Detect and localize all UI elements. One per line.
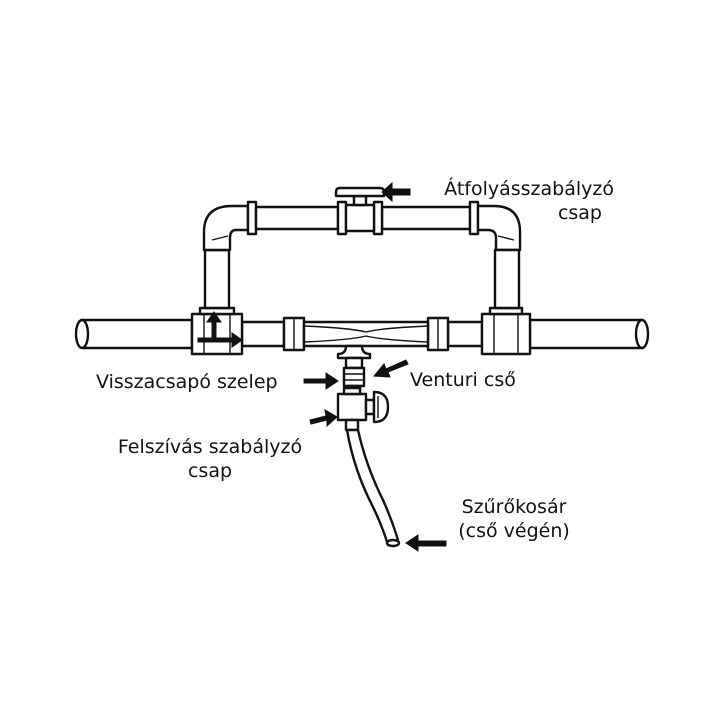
suction-hose bbox=[345, 428, 401, 548]
strainer-label-line2: (cső végén) bbox=[458, 519, 570, 542]
pointer-arrows bbox=[303, 181, 447, 552]
strainer-label: Szűrőkosár (cső végén) bbox=[446, 496, 582, 544]
check-valve-label: Visszacsapó szelep bbox=[96, 371, 278, 393]
right-tee bbox=[480, 306, 532, 356]
suction-control-valve-label-line1: Felszívás szabályzó bbox=[117, 436, 303, 458]
arrow-venturi bbox=[372, 359, 409, 378]
flow-control-valve bbox=[334, 186, 386, 236]
suction-control-valve bbox=[336, 386, 390, 432]
suction-control-valve-label-line2: csap bbox=[187, 459, 233, 482]
flow-control-valve-label: Átfolyásszabályzó csap bbox=[418, 178, 614, 226]
venturi-tube-label: Venturi cső bbox=[410, 369, 516, 391]
venturi-tube bbox=[282, 316, 450, 370]
arrow-strainer bbox=[405, 534, 447, 552]
arrow-flow-valve bbox=[381, 181, 411, 203]
suction-control-valve-label: Felszívás szabályzó csap bbox=[104, 436, 316, 484]
left-tee bbox=[190, 306, 244, 356]
flow-direction-arrow bbox=[197, 311, 243, 348]
arrow-check-valve bbox=[303, 372, 339, 390]
flow-control-valve-label-line1: Átfolyásszabályzó bbox=[444, 178, 614, 200]
strainer-label-line1: Szűrőkosár bbox=[461, 496, 567, 518]
flow-control-valve-label-line2: csap bbox=[557, 201, 602, 224]
arrow-suction-valve bbox=[309, 409, 338, 428]
